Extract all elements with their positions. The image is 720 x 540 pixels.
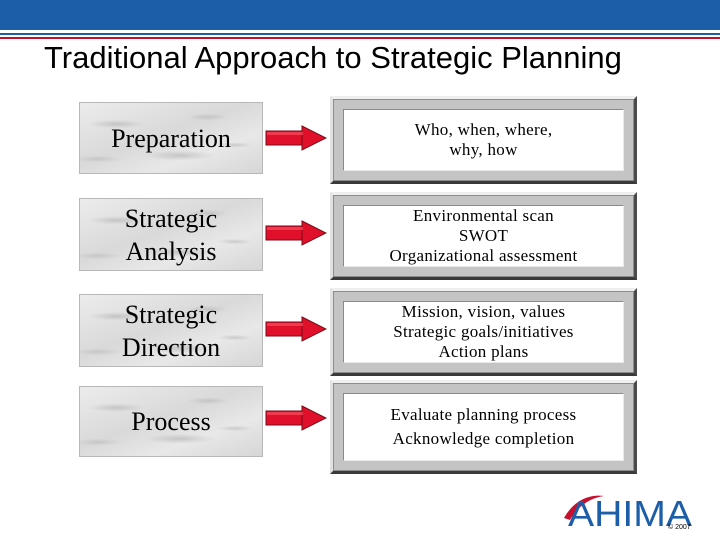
- detail-line: Who, when, where,: [414, 120, 553, 139]
- detail-line: Organizational assessment: [389, 246, 578, 265]
- stage-label: Strategic Direction: [121, 299, 221, 362]
- header-bar: [0, 0, 720, 30]
- detail-line: Strategic goals/initiatives: [393, 322, 574, 341]
- stage-label: Process: [131, 407, 211, 436]
- detail-box-strategic-direction: Mission, vision, values Strategic goals/…: [330, 288, 637, 376]
- stage-box-strategic-direction: Strategic Direction: [79, 294, 263, 367]
- header-rule-blue: [0, 33, 720, 35]
- detail-line: Environmental scan: [413, 206, 554, 225]
- detail-line: Evaluate planning process: [390, 405, 577, 424]
- detail-box-preparation: Who, when, where, why, how: [330, 96, 637, 184]
- header-rule-red: [0, 37, 720, 39]
- detail-line: Acknowledge completion: [392, 429, 575, 448]
- right-arrow-icon: [265, 405, 327, 431]
- detail-panel: Environmental scan SWOT Organizational a…: [343, 205, 624, 267]
- detail-line: SWOT: [458, 226, 509, 245]
- right-arrow-icon: [265, 220, 327, 246]
- detail-line: Mission, vision, values: [401, 302, 566, 321]
- stage-box-process: Process: [79, 386, 263, 457]
- logo-text: AHIMA: [568, 493, 692, 532]
- right-arrow-icon: [265, 316, 327, 342]
- right-arrow-icon: [265, 125, 327, 151]
- detail-panel: Mission, vision, values Strategic goals/…: [343, 301, 624, 363]
- detail-box-strategic-analysis: Environmental scan SWOT Organizational a…: [330, 192, 637, 280]
- page-title: Traditional Approach to Strategic Planni…: [44, 40, 622, 75]
- stage-box-strategic-analysis: Strategic Analysis: [79, 198, 263, 271]
- detail-line: why, how: [449, 140, 518, 159]
- detail-box-process: Evaluate planning process Acknowledge co…: [330, 380, 637, 474]
- ahima-logo: AHIMA: [564, 493, 692, 532]
- copyright-notice: © 2007: [668, 524, 691, 531]
- detail-panel: Who, when, where, why, how: [343, 109, 624, 171]
- detail-line: Action plans: [438, 342, 529, 361]
- stage-box-preparation: Preparation: [79, 102, 263, 174]
- swoosh-icon: [564, 495, 604, 520]
- stage-label: Preparation: [111, 123, 231, 153]
- detail-panel: Evaluate planning process Acknowledge co…: [343, 393, 624, 461]
- stage-label: Strategic Analysis: [124, 203, 218, 266]
